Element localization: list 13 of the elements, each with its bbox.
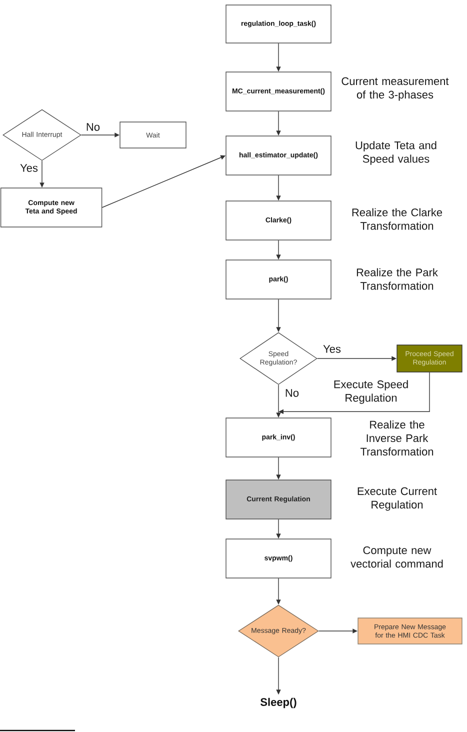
description-text: Execute Speed Regulation: [334, 380, 408, 404]
description-text: Current measurement of the 3-phases: [342, 77, 449, 101]
description-text: Execute Current Regulation: [358, 487, 437, 511]
description-text: Realize the Clarke Transformation: [352, 208, 442, 230]
description-text: Update Teta and Speed values: [356, 141, 436, 165]
edge-label: No: [284, 388, 300, 398]
edge-label: No: [84, 122, 102, 132]
edge-label: Yes: [19, 163, 39, 173]
edge-label: Yes: [322, 344, 342, 354]
end-label: Sleep(): [260, 698, 296, 708]
description-text: Compute new vectorial command: [350, 546, 443, 568]
description-text: Realize the Inverse Park Transformation: [360, 420, 434, 456]
description-text: Realize the Park Transformation: [356, 268, 438, 290]
